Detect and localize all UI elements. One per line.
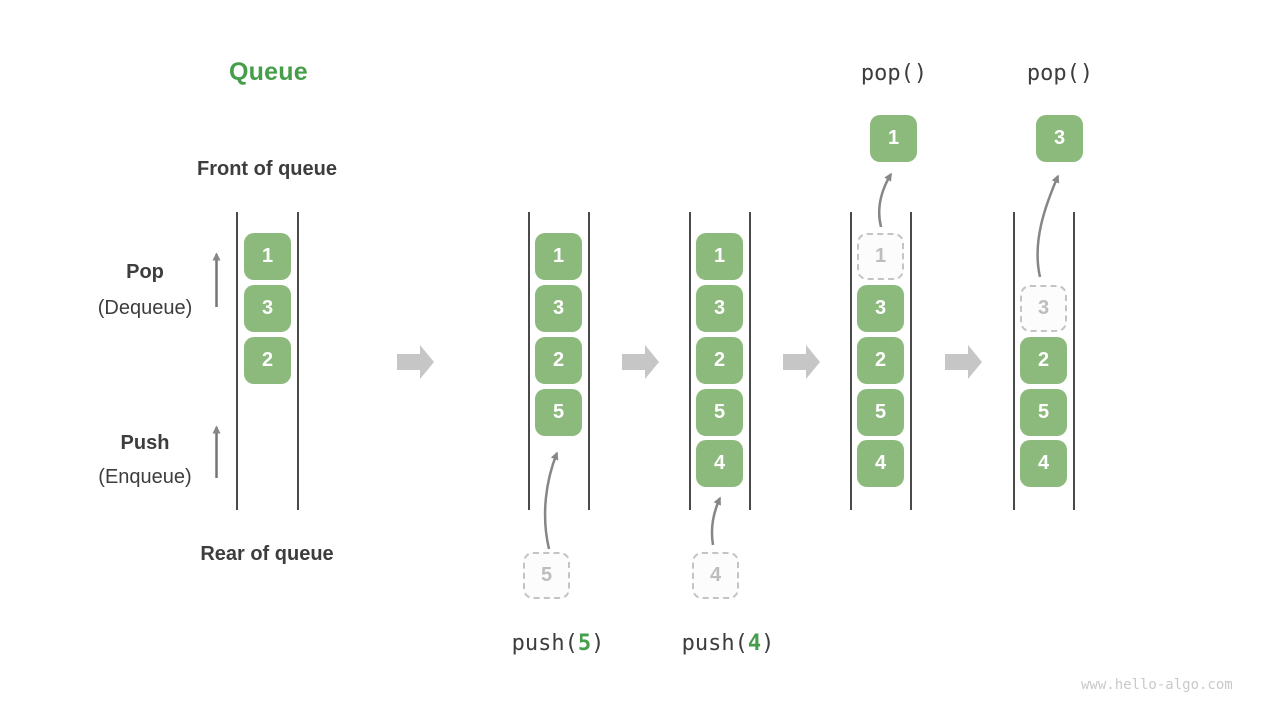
- pop-operation-label: pop(): [1026, 61, 1094, 86]
- enqueue-label: (Enqueue): [98, 466, 192, 488]
- queue-element: 4: [857, 440, 904, 487]
- queue-element: 5: [1020, 389, 1067, 436]
- queue-wall: [850, 212, 852, 510]
- dequeue-label: (Dequeue): [97, 297, 193, 319]
- op-argument: 4: [747, 631, 762, 656]
- push-4-arrow-icon: [710, 496, 722, 546]
- queue-wall: [236, 212, 238, 510]
- push-label: Push: [120, 432, 170, 454]
- incoming-element-placeholder: 5: [523, 552, 570, 599]
- stage-transition-arrow-icon: [397, 345, 434, 379]
- queue-wall: [689, 212, 691, 510]
- queue-element: 3: [535, 285, 582, 332]
- rear-of-queue-label: Rear of queue: [200, 543, 334, 565]
- op-text: push(: [681, 631, 748, 656]
- removed-element-placeholder: 3: [1020, 285, 1067, 332]
- popped-element: 1: [870, 115, 917, 162]
- queue-element: 5: [535, 389, 582, 436]
- push-5-arrow-icon: [543, 451, 559, 550]
- pop-1-arrow-icon: [877, 172, 893, 228]
- stage-transition-arrow-icon: [783, 345, 820, 379]
- queue-element: 4: [696, 440, 743, 487]
- op-text: ): [761, 631, 775, 656]
- queue-element: 3: [857, 285, 904, 332]
- queue-element: 1: [244, 233, 291, 280]
- queue-wall: [528, 212, 530, 510]
- queue-element: 1: [696, 233, 743, 280]
- queue-wall: [749, 212, 751, 510]
- op-text: push(: [511, 631, 578, 656]
- pop-3-arrow-icon: [1036, 174, 1060, 278]
- queue-element: 5: [857, 389, 904, 436]
- watermark: www.hello-algo.com: [1081, 677, 1233, 693]
- stage-transition-arrow-icon: [622, 345, 659, 379]
- queue-wall: [1013, 212, 1015, 510]
- queue-wall: [910, 212, 912, 510]
- stage-transition-arrow-icon: [945, 345, 982, 379]
- queue-wall: [297, 212, 299, 510]
- queue-element: 2: [244, 337, 291, 384]
- op-argument: 5: [577, 631, 592, 656]
- incoming-element-placeholder: 4: [692, 552, 739, 599]
- queue-element: 2: [535, 337, 582, 384]
- removed-element-placeholder: 1: [857, 233, 904, 280]
- op-text: ): [591, 631, 605, 656]
- front-of-queue-label: Front of queue: [197, 158, 337, 180]
- pop-label: Pop: [126, 261, 164, 283]
- queue-element: 2: [1020, 337, 1067, 384]
- queue-wall: [1073, 212, 1075, 510]
- queue-element: 3: [696, 285, 743, 332]
- queue-element: 2: [857, 337, 904, 384]
- queue-element: 2: [696, 337, 743, 384]
- queue-element: 5: [696, 389, 743, 436]
- queue-element: 1: [535, 233, 582, 280]
- queue-wall: [588, 212, 590, 510]
- pop-operation-label: pop(): [860, 61, 928, 86]
- queue-element: 4: [1020, 440, 1067, 487]
- popped-element: 3: [1036, 115, 1083, 162]
- diagram-title: Queue: [229, 58, 308, 86]
- push-4-operation-label: push(4): [678, 631, 778, 656]
- push-5-operation-label: push(5): [508, 631, 608, 656]
- queue-element: 3: [244, 285, 291, 332]
